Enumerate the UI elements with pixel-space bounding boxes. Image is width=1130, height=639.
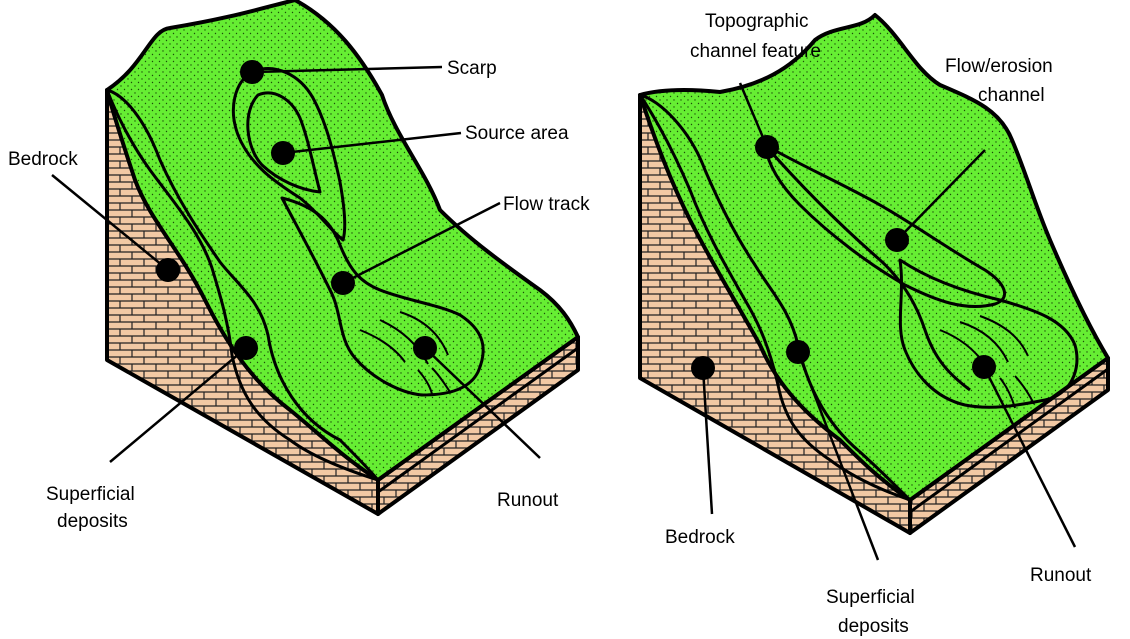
- runout-label-left: Runout: [497, 490, 559, 511]
- flow-track-label: Flow track: [503, 194, 590, 215]
- flow-track-marker: [331, 271, 355, 295]
- bedrock-label-left: Bedrock: [8, 149, 78, 170]
- bedrock-marker-left: [156, 258, 180, 282]
- bedrock-label-right: Bedrock: [665, 527, 735, 548]
- topographic-marker: [755, 135, 779, 159]
- left-diagram: Scarp Source area Flow track Bedrock Sup…: [8, 0, 590, 532]
- scarp-marker: [240, 60, 264, 84]
- runout-marker-left: [413, 336, 437, 360]
- source-area-marker: [271, 141, 295, 165]
- topographic-label-line2: channel feature: [690, 41, 821, 62]
- superficial-marker-left: [234, 336, 258, 360]
- superficial-label-right-line2: deposits: [838, 616, 909, 637]
- superficial-label-right-line1: Superficial: [826, 587, 915, 608]
- right-diagram: Topographic channel feature Flow/erosion…: [640, 11, 1108, 637]
- flow-erosion-label-line1: Flow/erosion: [945, 56, 1053, 77]
- topographic-label-line1: Topographic: [705, 11, 809, 32]
- scarp-label: Scarp: [447, 58, 497, 79]
- runout-label-right: Runout: [1030, 565, 1092, 586]
- superficial-marker-right: [786, 340, 810, 364]
- bedrock-marker-right: [691, 356, 715, 380]
- flow-erosion-label-line2: channel: [978, 85, 1045, 106]
- superficial-label-left-line1: Superficial: [46, 484, 135, 505]
- runout-marker-right: [972, 355, 996, 379]
- superficial-label-left-line2: deposits: [57, 511, 128, 532]
- source-area-label: Source area: [465, 123, 569, 144]
- flow-erosion-marker: [885, 228, 909, 252]
